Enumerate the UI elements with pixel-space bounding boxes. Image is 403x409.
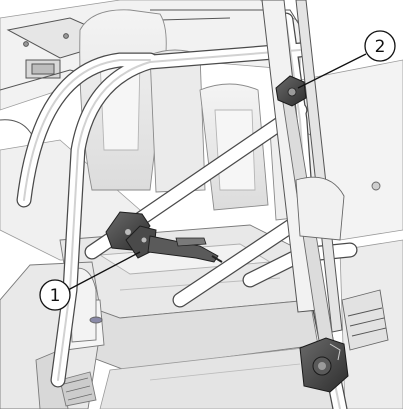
callout-2: 2: [364, 30, 396, 62]
callout-leaders: [67, 53, 367, 291]
callout-2-label: 2: [375, 37, 386, 57]
callout-1-label: 1: [50, 286, 61, 306]
callout-1: 1: [39, 279, 71, 311]
callout-1-leader: [67, 251, 141, 291]
buckle-assembly: [105, 211, 223, 263]
right-side-trim: [295, 176, 389, 351]
floor: [99, 344, 346, 409]
shoulder-anchor: [275, 75, 307, 107]
belt-retractor: [299, 337, 349, 393]
callout-2-leader: [297, 53, 367, 89]
